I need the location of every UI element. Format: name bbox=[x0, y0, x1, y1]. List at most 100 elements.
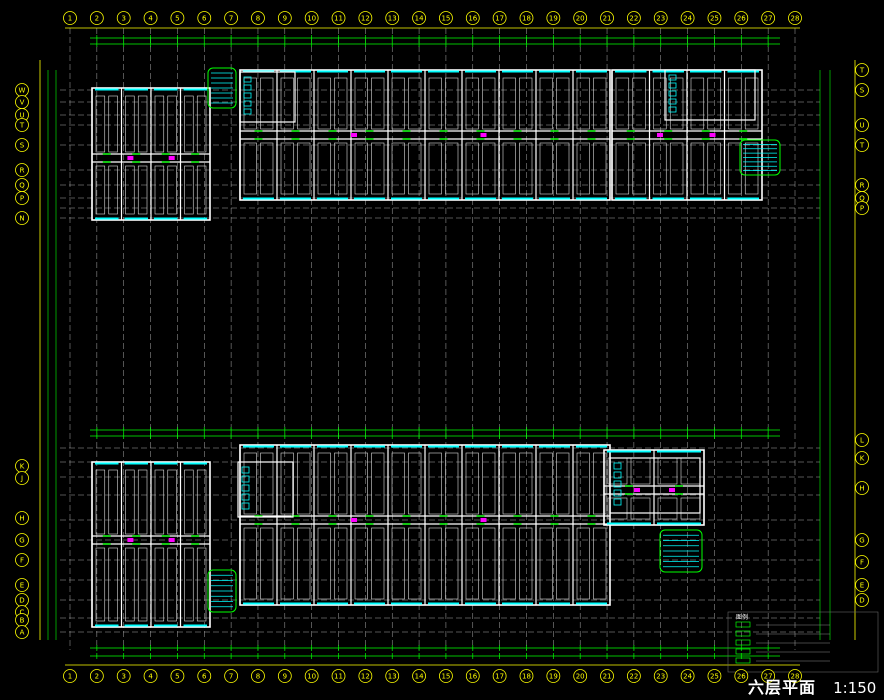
fixture bbox=[668, 90, 677, 97]
axis-label: R bbox=[860, 182, 865, 190]
bed bbox=[125, 469, 135, 535]
bed bbox=[502, 77, 516, 130]
bed bbox=[576, 77, 590, 130]
axis-label: 27 bbox=[764, 15, 773, 23]
axis-label: J bbox=[20, 475, 23, 483]
axis-bubble-top: 13 bbox=[385, 11, 400, 25]
axis-circle bbox=[277, 11, 292, 25]
axis-bubble-left: B bbox=[15, 613, 29, 627]
drawing-title: 六层平面 bbox=[748, 678, 817, 697]
axis-circle bbox=[680, 669, 695, 683]
axis-label: S bbox=[860, 87, 865, 95]
bed bbox=[371, 77, 385, 130]
bed bbox=[95, 165, 106, 215]
bed bbox=[334, 142, 348, 195]
bed bbox=[630, 497, 651, 520]
toilet-lower bbox=[237, 461, 294, 518]
bed bbox=[445, 77, 459, 130]
axis-label: 15 bbox=[441, 673, 450, 681]
axis-bubble-left: K bbox=[15, 459, 29, 473]
bed bbox=[576, 142, 590, 195]
bed bbox=[593, 452, 607, 515]
axis-circle bbox=[788, 669, 802, 683]
bed bbox=[260, 142, 274, 195]
axis-bubble-top: 2 bbox=[89, 11, 104, 25]
axis-label: F bbox=[20, 557, 24, 565]
axis-bubble-top: 3 bbox=[116, 11, 131, 25]
bed bbox=[108, 95, 118, 153]
fixture bbox=[241, 475, 250, 483]
axis-label: 1 bbox=[68, 15, 72, 23]
axis-label: T bbox=[859, 67, 865, 75]
axis-circle bbox=[761, 669, 776, 683]
fixture bbox=[613, 462, 622, 470]
axis-label: 20 bbox=[576, 15, 585, 23]
fixture bbox=[241, 493, 250, 501]
axis-bubble-right: K bbox=[855, 451, 869, 465]
axis-bubble-top: 21 bbox=[600, 11, 614, 25]
axis-circle bbox=[439, 11, 453, 25]
bed bbox=[137, 469, 148, 535]
axis-circle bbox=[331, 11, 346, 25]
bed bbox=[184, 547, 194, 622]
bed bbox=[690, 77, 705, 130]
bed bbox=[539, 142, 553, 195]
axis-label: L bbox=[860, 437, 864, 445]
accent-mark bbox=[657, 133, 663, 137]
legend-frame bbox=[727, 611, 879, 673]
bed bbox=[632, 142, 646, 195]
axis-bubble-top: 6 bbox=[197, 11, 212, 25]
bed bbox=[184, 95, 194, 153]
fixture bbox=[613, 498, 622, 506]
axis-bubble-left: Q bbox=[15, 178, 29, 192]
axis-bubble-top: 1 bbox=[63, 11, 77, 25]
bed bbox=[615, 142, 630, 195]
axis-label: H bbox=[859, 485, 864, 493]
axis-bubble-top: 28 bbox=[788, 11, 802, 25]
axis-label: 17 bbox=[495, 673, 504, 681]
axis-circle bbox=[653, 11, 668, 25]
bed bbox=[184, 165, 194, 215]
axis-label: 18 bbox=[522, 15, 531, 23]
stair-outline bbox=[659, 529, 703, 573]
axis-label: P bbox=[860, 205, 864, 213]
bed bbox=[167, 469, 177, 535]
axis-circle bbox=[358, 669, 373, 683]
axis-bubble-left: H bbox=[15, 511, 29, 525]
bed bbox=[653, 77, 667, 130]
axis-circle bbox=[439, 669, 453, 683]
axis-label: V bbox=[20, 99, 25, 107]
upper-central-block bbox=[239, 69, 611, 201]
axis-bubble-left: W bbox=[15, 83, 29, 97]
axis-label: T bbox=[859, 142, 865, 150]
lower-west-block bbox=[91, 461, 211, 628]
axis-label: 11 bbox=[334, 15, 343, 23]
axis-bubble-bottom: 8 bbox=[251, 669, 265, 683]
axis-label: 10 bbox=[307, 673, 316, 681]
axis-bubble-top: 10 bbox=[304, 11, 319, 25]
bed bbox=[297, 77, 311, 130]
axis-circle bbox=[143, 669, 158, 683]
axis-circle bbox=[197, 11, 212, 25]
bed bbox=[482, 142, 496, 195]
axis-bubble-top: 9 bbox=[277, 11, 292, 25]
axis-circle bbox=[680, 11, 695, 25]
axis-label: 9 bbox=[283, 15, 287, 23]
axis-bubble-bottom: 26 bbox=[734, 669, 749, 683]
bed bbox=[154, 95, 165, 153]
axis-label: B bbox=[20, 617, 25, 625]
fixture bbox=[668, 82, 677, 89]
axis-bubble-bottom: 21 bbox=[600, 669, 614, 683]
axis-circle bbox=[653, 669, 668, 683]
bed bbox=[260, 77, 274, 130]
axis-label: 19 bbox=[549, 673, 558, 681]
bed bbox=[137, 95, 148, 153]
fixture bbox=[241, 484, 250, 492]
bed bbox=[482, 77, 496, 130]
axis-bubble-top: 25 bbox=[707, 11, 722, 25]
axis-label: 13 bbox=[388, 673, 397, 681]
stair-lower-west bbox=[207, 569, 237, 613]
upper-west-block bbox=[91, 87, 211, 221]
bed bbox=[354, 452, 368, 515]
